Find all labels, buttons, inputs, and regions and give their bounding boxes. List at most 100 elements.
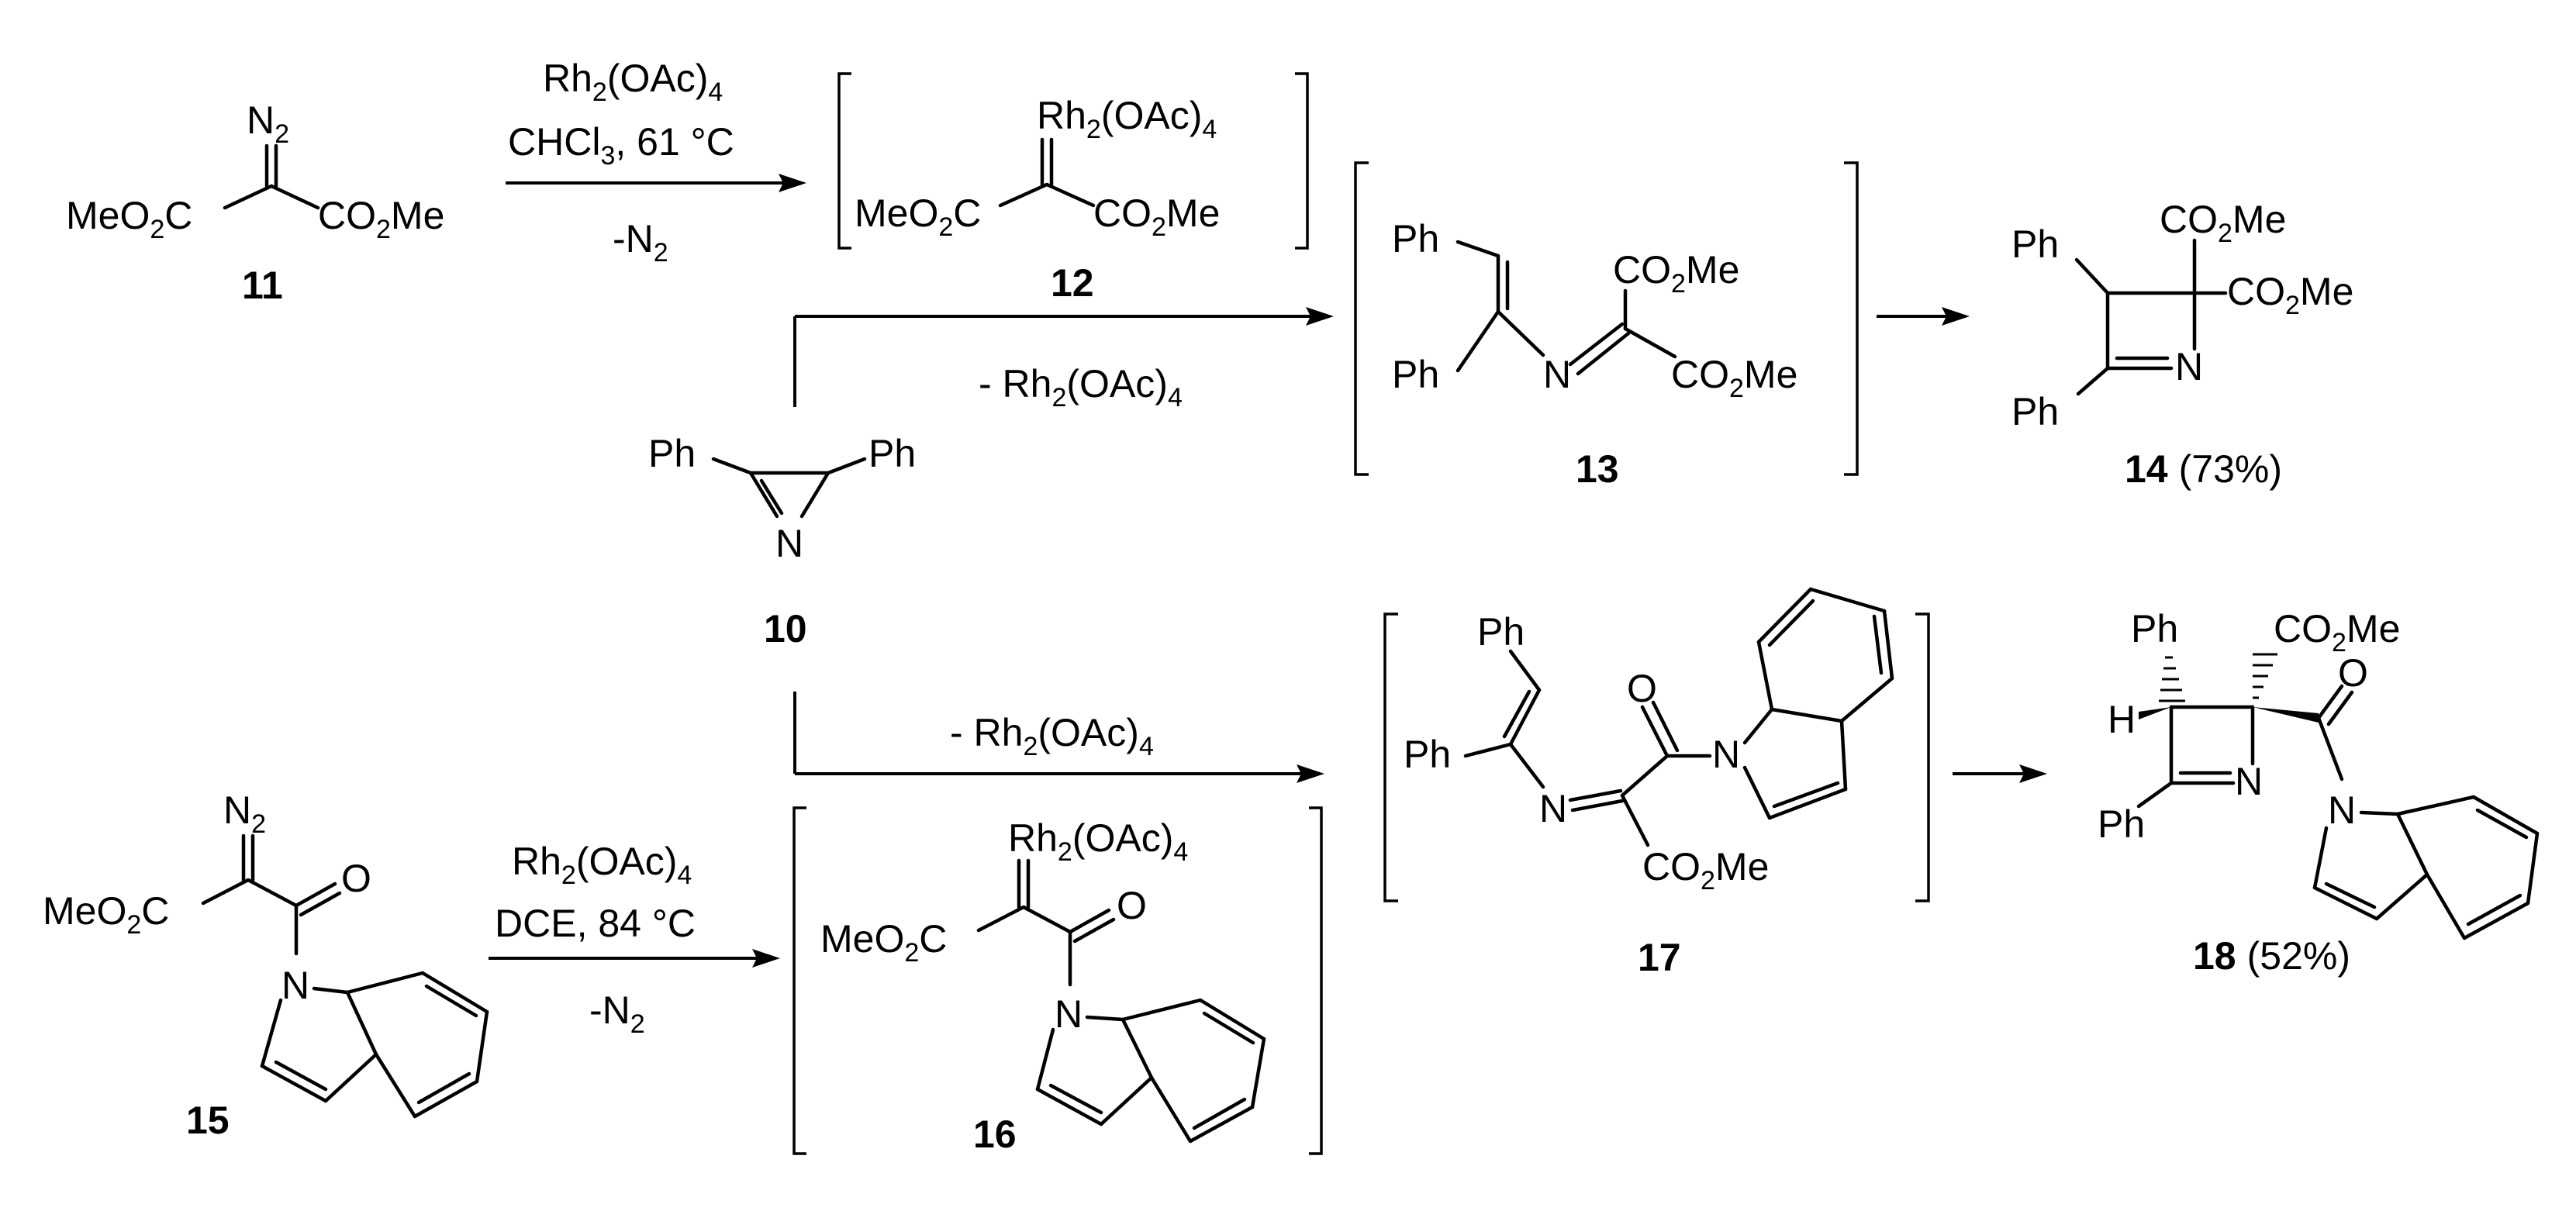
c14-n-label: N [2175,345,2203,388]
c11-bond [269,184,320,210]
c17-bond [1767,787,1848,820]
c16-ester-left: MeO2C [820,917,947,968]
c17-bond [1882,609,1894,681]
c13-bond [1576,331,1631,376]
c14-bond [2074,257,2110,295]
compound-16: Rh2(OAc)4 MeO2C O N 16 [792,806,1323,1156]
reaction-arrow-to-17: - Rh2(OAc)4 [793,692,1324,783]
reaction-arrow-17-18 [1953,764,2047,783]
c17-bond [1568,788,1623,802]
c13-bond [1455,309,1500,373]
c18-bond [2475,808,2529,840]
c17-bond [1770,707,1844,723]
c15-ester-left: MeO2C [43,889,169,940]
c16-bond [1121,1017,1154,1080]
c17-bond [1742,765,1772,820]
c13-ph-bottom: Ph [1392,353,1439,396]
compound-number: 14 [2125,447,2168,491]
c14-bond [2076,366,2110,396]
c15-bond [260,998,283,1068]
c15-bond [274,1060,328,1092]
c16-bond [1035,1027,1055,1092]
c17-bond [1651,700,1680,753]
c13-ph-top: Ph [1392,217,1439,260]
c15-bond [374,1052,417,1119]
c15-bond [260,1064,328,1103]
c16-bond [1250,1037,1266,1109]
c10-bond [799,471,830,519]
compound-14: Ph Ph N CO2Me CO2Me 14(73%) [2011,198,2353,491]
c16-bond [1099,1075,1154,1126]
c15-n-label: N [281,964,309,1007]
c10-bond [759,478,784,516]
c15-bond [420,971,489,1014]
c12-bond [1045,182,1096,208]
catalyst-release-label: - Rh2(OAc)4 [950,711,1154,761]
bracket-left [1383,612,1398,902]
c17-bond [1640,705,1670,758]
c18-wedge [2139,707,2171,719]
compound-11: N2 MeO2C CO2Me 11 [66,98,444,307]
c16-n-label: N [1055,992,1083,1036]
compound-number: 11 [242,264,283,307]
compound-12: Rh2(OAc)4 MeO2C CO2Me 12 [837,72,1309,305]
c15-bond [312,986,350,995]
c16-bond [1085,1015,1125,1022]
c10-bond [711,457,753,475]
c13-bond [1568,322,1625,367]
bracket-left [837,72,851,250]
c10-n-label: N [775,522,803,565]
c18-bond [2471,795,2540,836]
c15-bond [424,984,478,1018]
compound-number: 18 [2193,934,2236,978]
c16-bond [1198,998,1266,1041]
c15-bond [323,1052,378,1103]
c18-label: 18(52%) [2193,934,2350,978]
c16-bond [976,905,1026,933]
c11-bond [223,184,274,210]
c18-bond [2316,716,2344,781]
c18-bond [2312,826,2329,890]
c17-o-label: O [1627,667,1657,710]
c16-bond [1149,1075,1193,1144]
c16-bond [1021,905,1072,934]
c15-o-label: O [341,857,371,900]
c18-bond [2326,690,2354,726]
c18-ph-top: Ph [2131,607,2178,650]
c18-ph-bottom: Ph [2098,802,2145,846]
c11-ester-right: CO2Me [318,194,444,244]
compound-10: Ph Ph N 10 [648,432,916,650]
c16-metal-label: Rh2(OAc)4 [1008,816,1188,867]
c18-bond [2374,872,2429,921]
c13-bond [1496,309,1545,357]
reaction-arrow-bottom: Rh2(OAc)4 DCE, 84 °C -N2 [489,840,780,1039]
c14-ph-top: Ph [2011,223,2059,266]
c17-bond [1508,649,1542,692]
c12-ester-left: MeO2C [855,191,981,242]
c13-bond [1623,326,1677,359]
loss-label: -N2 [613,217,668,267]
c13-n-label: N [1543,353,1571,396]
c15-bond [246,878,299,908]
c15-bond [416,1071,471,1105]
c17-bond [1502,689,1531,739]
c18-ester: CO2Me [2274,607,2400,657]
c18-wedge [2253,707,2319,723]
c17-bond [1839,719,1848,792]
c15-bond [345,990,378,1057]
c17-bond [1808,587,1887,613]
c11-n2-label: N2 [247,98,289,149]
c16-bond [1121,998,1203,1022]
c13-ester-top: CO2Me [1613,248,1739,298]
c17-bond [1742,707,1774,745]
c18-o-label: O [2338,651,2368,695]
c12-bond [998,182,1049,208]
c18-bond [2526,831,2540,906]
c14-label: 14(73%) [2125,447,2282,491]
c14-ester-top: CO2Me [2160,198,2286,248]
c17-ph-top: Ph [1477,610,1525,654]
compound-18: Ph H N Ph CO2Me O N [2098,607,2540,978]
c10-ph-right: Ph [868,432,916,475]
c18-n-label: N [2235,760,2263,803]
